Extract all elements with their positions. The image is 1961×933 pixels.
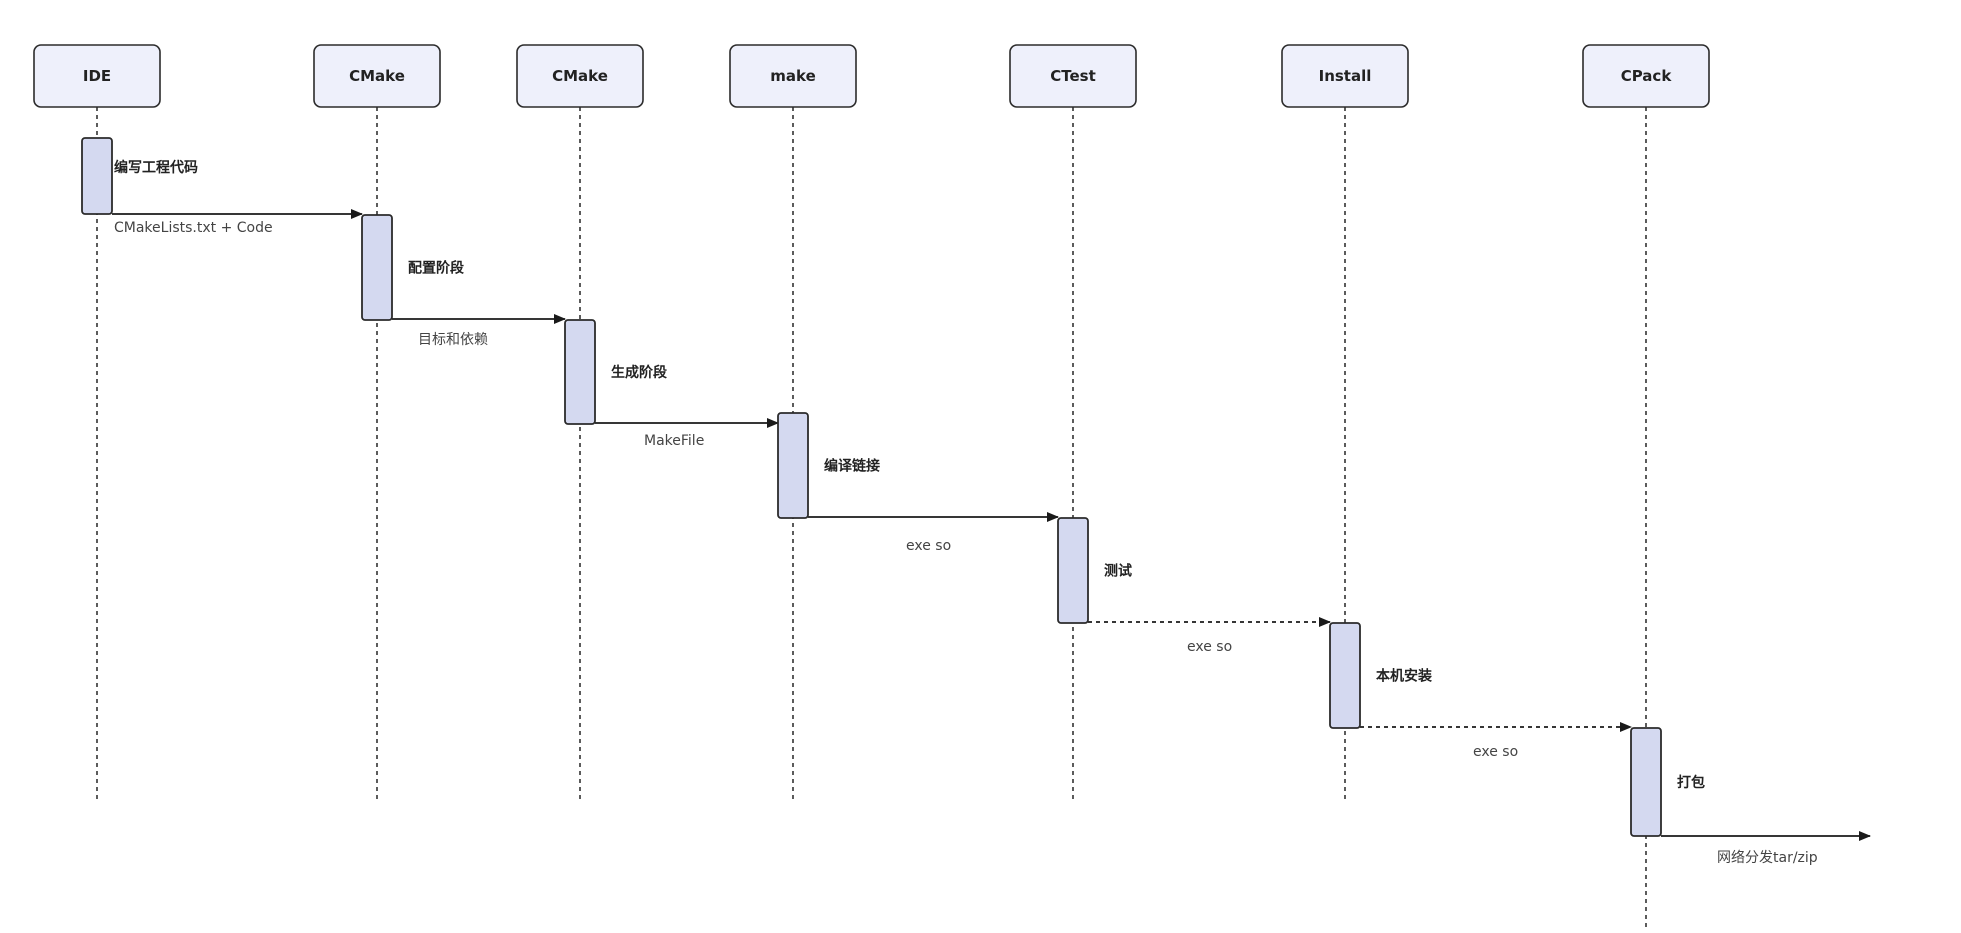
participant-box: [729, 44, 857, 108]
message-label: CMakeLists.txt + Code: [114, 220, 273, 236]
participant-cpack: CPack: [1582, 44, 1710, 108]
participant-box: [516, 44, 644, 108]
participant-label: Install: [1319, 67, 1372, 85]
activation-bar-2: [361, 214, 393, 321]
message-label: exe so: [1473, 744, 1518, 760]
message-1: CMakeLists.txt + Code: [112, 209, 363, 236]
message-label: exe so: [1187, 639, 1232, 655]
activation-bar-7: [1630, 727, 1662, 837]
activations: [81, 137, 1662, 837]
participant-install: Install: [1281, 44, 1409, 108]
participant-box: [1009, 44, 1137, 108]
step-label: 打包: [1677, 774, 1705, 791]
step-label: 编译链接: [824, 458, 880, 475]
message-5: exe so: [1088, 617, 1331, 655]
step-label: 生成阶段: [611, 364, 667, 381]
message-4: exe so: [808, 512, 1059, 554]
participants: IDE CMake CMake make CTest Install CPack: [33, 44, 1710, 108]
message-label: 网络分发tar/zip: [1717, 850, 1818, 866]
step-label: 本机安装: [1376, 668, 1433, 685]
step-label: 配置阶段: [408, 260, 464, 277]
participant-label: CTest: [1050, 67, 1096, 85]
activation-bar-1: [81, 137, 113, 215]
participant-ctest: CTest: [1009, 44, 1137, 108]
message-label: 目标和依赖: [418, 332, 488, 348]
participant-label: CMake: [349, 67, 405, 85]
activation-bar-6: [1329, 622, 1361, 729]
message-7: 网络分发tar/zip: [1661, 831, 1871, 866]
activation-bar-5: [1057, 517, 1089, 624]
message-label: exe so: [906, 538, 951, 554]
message-label: MakeFile: [644, 433, 704, 449]
participant-cmake-2: CMake: [516, 44, 644, 108]
participant-cmake-1: CMake: [313, 44, 441, 108]
participant-box: [33, 44, 161, 108]
activation-bar-4: [777, 412, 809, 519]
participant-box: [313, 44, 441, 108]
step-label: 测试: [1104, 563, 1132, 580]
participant-box: [1582, 44, 1710, 108]
participant-label: CPack: [1621, 67, 1673, 85]
participant-label: make: [770, 67, 816, 85]
message-3: MakeFile: [595, 418, 779, 449]
participant-label: IDE: [83, 67, 111, 85]
messages: CMakeLists.txt + Code 目标和依赖 MakeFile exe so…: [112, 209, 1871, 866]
message-2: 目标和依赖: [392, 314, 566, 348]
participant-make: make: [729, 44, 857, 108]
participant-box: [1281, 44, 1409, 108]
participant-label: CMake: [552, 67, 608, 85]
participant-ide: IDE: [33, 44, 161, 108]
message-6: exe so: [1360, 722, 1632, 760]
activation-bar-3: [564, 319, 596, 425]
step-label: 编写工程代码: [114, 159, 198, 176]
